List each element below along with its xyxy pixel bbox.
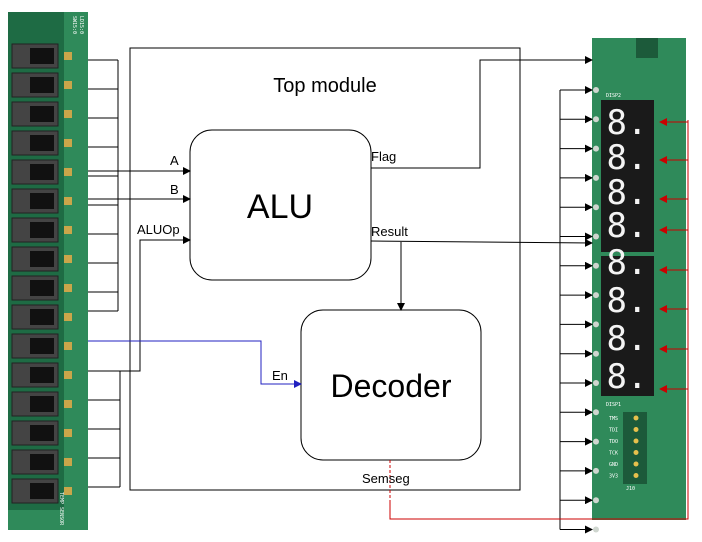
jtag-pin [633,450,639,455]
board-label-sw: SW15:0 [71,16,77,34]
disp1-label: DISP1 [606,402,621,408]
board-pin [593,145,599,152]
signal-a-label: A [170,153,179,168]
board-pin [593,262,599,269]
seven-segment-digit: 8. [607,173,648,213]
slide-switch [11,246,72,272]
board-pin [593,292,599,299]
board-pin [593,409,599,416]
seven-segment-digit: 8. [607,243,648,283]
jtag-pin [633,438,639,444]
jtag-pin-labels: TMS TDI TDO TCK GND 3V3 [609,415,639,480]
top-module-box [129,47,521,491]
slide-switch [11,188,72,214]
signal-result-label: Result [371,224,408,239]
top-module-label: Top module [273,75,376,97]
wire-semseg [389,120,689,520]
board-pin [593,497,599,504]
jtag-pin [633,427,639,432]
board-pin [593,350,599,357]
display-module-lower [601,256,654,396]
board-pin [593,116,599,123]
jtag-label: J10 [626,486,635,492]
slide-switch [11,217,72,243]
disp2-label: DISP2 [606,93,621,99]
slide-switch [11,130,72,156]
wire-enable [88,340,302,388]
jtag-pin-label: TCK [609,451,618,457]
board-pin [593,467,599,474]
slide-switch [11,275,72,301]
board-label-temp-sensor: TEMP SENSOR [58,492,64,526]
board-pin [593,526,599,533]
slide-switch [11,391,72,417]
board-pin [593,380,599,386]
board-pin [593,233,599,240]
signal-semseg-label: Semseg [362,471,410,486]
jtag-pin-label: GND [609,462,618,468]
seven-segment-digit: 8. [607,357,648,397]
board-pin [593,204,599,211]
jtag-pin-label: 3V3 [609,474,618,480]
wire-flag [371,56,593,169]
jtag-header [623,412,647,484]
switch-board: LD15:0 SW15:0 TEMP SENSOR [8,12,88,530]
board-pin [593,87,599,93]
jtag-pin-label: TDI [609,428,618,434]
signal-b-label: B [170,182,179,197]
seven-segment-digit: 8. [607,319,648,359]
seven-segment-digit: 8. [607,103,648,143]
jtag-pin [633,473,639,478]
alu-block[interactable] [189,129,372,281]
slide-switch [11,362,72,388]
slide-switch [11,333,72,359]
board-pin [593,321,599,328]
slide-switch [11,72,72,98]
input-bus-ab [88,59,119,312]
slide-switch [11,420,72,446]
slide-switch [11,449,72,475]
decoder-label: Decoder [331,368,452,404]
board-label-ld: LD15:0 [78,16,84,34]
alu-label: ALU [247,188,313,226]
seven-segment-digit: 8. [607,206,648,246]
jtag-pin-label: TDO [609,439,618,445]
signal-en-label: En [272,368,288,383]
slide-switch [11,43,72,69]
seven-segment-digits: 8.8.8.8.8.8.8.8. [607,103,648,397]
slide-switch [11,304,72,330]
semseg-arrows [659,118,688,393]
board-pin [593,438,599,445]
display-module-upper [601,100,654,252]
slide-switch [11,101,72,127]
signal-aluop-label: ALUOp [137,222,180,237]
jtag-pin [633,415,639,421]
jtag-pin [633,461,639,467]
display-board-pins [593,87,599,533]
segment-output-bus [559,86,593,534]
wire-result [370,238,593,247]
seven-segment-digit: 8. [607,281,648,321]
slide-switch [11,159,72,185]
display-board: DISP2 DISP1 8.8.8.8.8.8.8.8. TMSTDITDOTC… [592,38,686,533]
board-pin [593,174,599,181]
jtag-pin-label: TMS [609,416,618,422]
seven-segment-digit: 8. [607,138,648,178]
input-bus-aluop [88,236,191,488]
slide-switch [11,478,72,504]
switch-rows [11,43,72,504]
signal-flag-label: Flag [371,149,396,164]
